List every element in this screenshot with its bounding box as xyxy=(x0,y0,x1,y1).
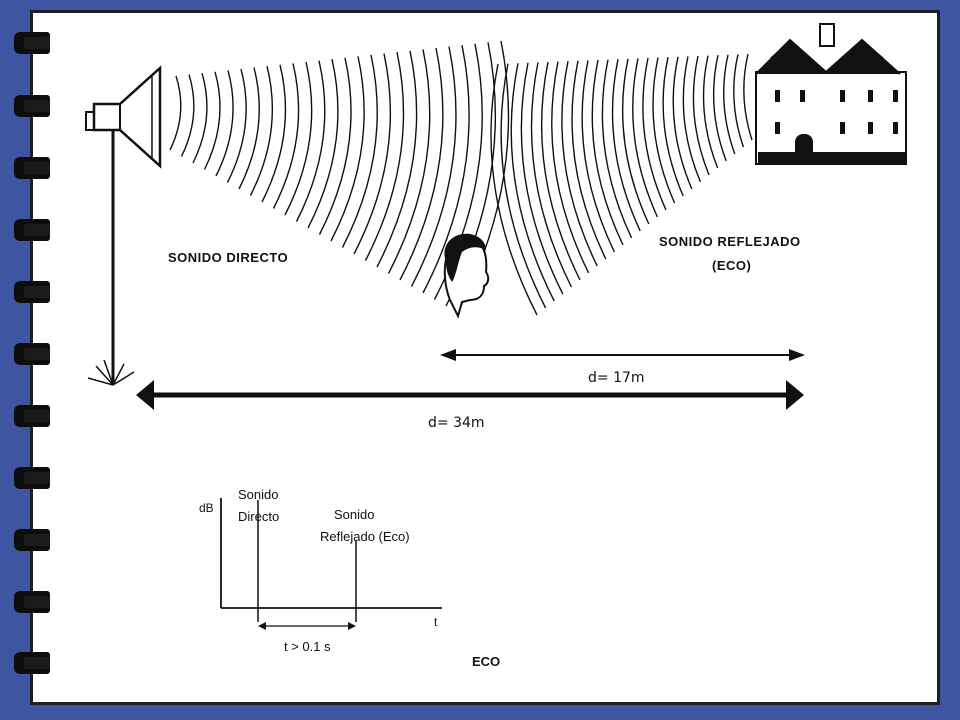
wave-arc xyxy=(410,46,457,287)
wave-arc xyxy=(399,47,444,281)
wave-arc xyxy=(743,53,753,141)
wave-arc xyxy=(284,61,313,216)
wave-arc xyxy=(192,73,208,164)
wave-arc xyxy=(561,61,598,267)
wave-arc xyxy=(490,63,538,316)
wave-arc xyxy=(307,59,339,229)
wave-arc xyxy=(180,74,195,157)
binding-ring xyxy=(14,219,50,241)
loudspeaker-icon xyxy=(85,65,162,386)
wave-arc xyxy=(581,60,616,253)
reflected-sound-label: SONIDO REFLEJADO xyxy=(659,234,801,249)
wave-arc xyxy=(621,58,650,225)
wave-arc xyxy=(702,55,719,169)
wave-arc xyxy=(238,67,260,190)
wave-arc xyxy=(662,57,684,197)
graph-reflected-label-2: Reflejado (Eco) xyxy=(320,529,410,544)
wave-arc xyxy=(530,62,573,288)
distance-arrow-long xyxy=(136,380,804,410)
head-icon xyxy=(443,233,490,319)
graph-reflected-label-1: Sonido xyxy=(334,507,374,522)
binding-ring xyxy=(14,467,50,489)
wave-arc xyxy=(272,63,300,209)
binding-ring xyxy=(14,157,50,179)
binding-ring xyxy=(14,281,50,303)
wave-arc xyxy=(672,56,693,190)
wave-arc xyxy=(376,50,418,268)
wave-arc xyxy=(510,63,555,302)
wave-arc xyxy=(318,57,352,235)
wave-arc xyxy=(571,60,607,260)
wave-arc xyxy=(364,52,405,261)
direct-sound-label: SONIDO DIRECTO xyxy=(168,250,288,265)
graph-x-axis-label: t xyxy=(434,615,438,629)
wave-arc xyxy=(215,70,234,177)
wave-arc xyxy=(330,56,365,242)
wave-arc xyxy=(169,75,182,151)
echo-time-graph: dB t Sonido Directo Sonido Reflejado (Ec… xyxy=(199,487,442,654)
graph-caption: ECO xyxy=(472,654,500,669)
house-icon xyxy=(755,23,907,165)
binding-ring xyxy=(14,591,50,613)
wave-arc xyxy=(249,66,274,196)
wave-arc xyxy=(601,59,633,239)
wave-arc xyxy=(261,64,287,203)
sound-waves xyxy=(169,40,753,316)
graph-interval-label: t > 0.1 s xyxy=(284,639,331,654)
distance-long-label: d= 34m xyxy=(428,415,485,431)
reflected-sound-echo-label: (ECO) xyxy=(712,258,751,273)
wave-arc xyxy=(733,54,745,148)
wave-arc xyxy=(591,59,624,246)
distance-arrow-short xyxy=(440,349,805,361)
graph-y-axis-label: dB xyxy=(199,501,214,515)
wave-arc xyxy=(353,53,392,255)
wave-arc xyxy=(387,49,431,274)
wave-arc xyxy=(652,57,676,204)
distance-short-label: d= 17m xyxy=(588,370,645,386)
binding-ring xyxy=(14,343,50,365)
binding-ring xyxy=(14,95,50,117)
wave-arc xyxy=(295,60,326,222)
binding-ring xyxy=(14,405,50,427)
wave-arc xyxy=(723,54,736,155)
wave-arc xyxy=(611,59,641,232)
binding-ring xyxy=(14,652,50,674)
wave-arc xyxy=(203,71,221,170)
wave-arc xyxy=(642,57,667,211)
wave-arc xyxy=(540,61,581,281)
wave-arc xyxy=(226,68,247,183)
binding-ring xyxy=(14,32,50,54)
graph-direct-label-1: Sonido xyxy=(238,487,278,502)
wave-arc xyxy=(500,63,547,309)
binding-ring xyxy=(14,529,50,551)
wave-arc xyxy=(692,55,710,176)
wave-arc xyxy=(551,61,590,274)
wave-arc xyxy=(632,58,659,218)
wave-arc xyxy=(422,45,470,294)
wave-arc xyxy=(682,56,702,183)
graph-direct-label-2: Directo xyxy=(238,509,279,524)
wave-arc xyxy=(341,54,378,248)
wave-arc xyxy=(712,55,727,162)
wave-arc xyxy=(520,62,564,295)
